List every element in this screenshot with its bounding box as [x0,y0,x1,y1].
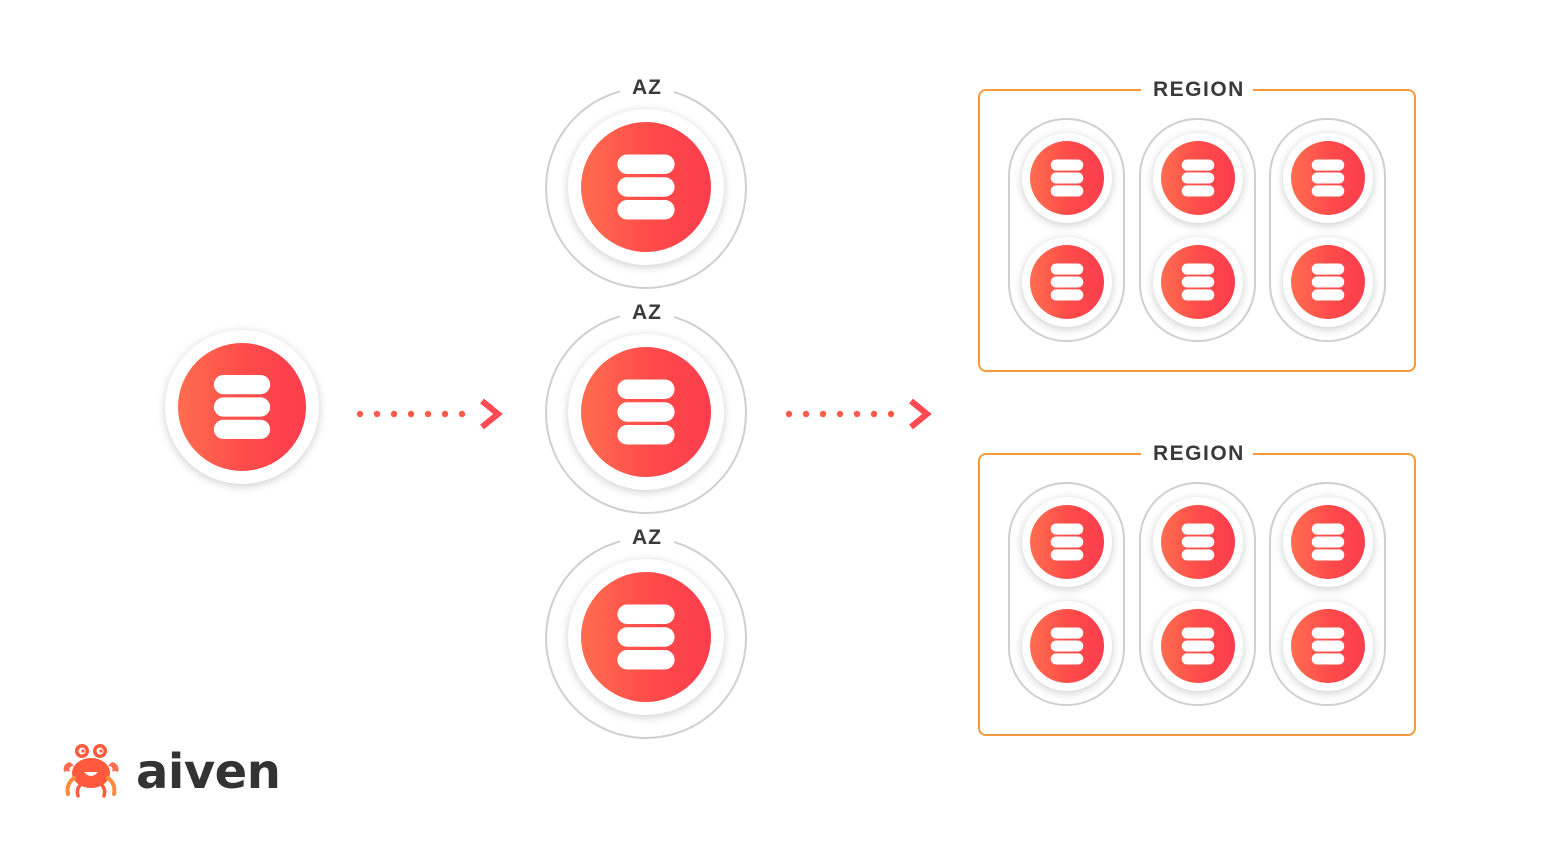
availability-zone-pill [1269,482,1386,706]
availability-zone-pill [1008,482,1125,706]
database-icon [1291,141,1365,215]
crab-icon [63,744,119,798]
database-icon [1030,505,1104,579]
database-icon [1291,609,1365,683]
source-database [178,343,306,471]
database-icon [1030,245,1104,319]
dotted-arrow-icon [356,398,503,430]
region-database [1160,609,1235,683]
region-database [1290,505,1365,579]
az-database [581,347,711,477]
database-icon [581,347,711,477]
region-label: REGION [1141,442,1253,466]
region-database [1029,141,1104,215]
database-icon [1030,141,1104,215]
database-icon [1161,245,1235,319]
az-label: AZ [620,301,674,325]
database-icon [1291,245,1365,319]
region-database [1160,505,1235,579]
database-icon [178,343,306,471]
availability-zone-pill [1139,482,1256,706]
database-icon [581,122,711,252]
availability-zone-pill [1269,118,1386,342]
logo-wordmark: aiven [136,744,281,800]
region-database [1029,245,1104,319]
az-label: AZ [620,526,674,550]
availability-zone-pill [1008,118,1125,342]
region-database [1290,245,1365,319]
database-icon [1161,505,1235,579]
dotted-arrow-icon [785,398,932,430]
region-database [1029,505,1104,579]
region-database [1290,609,1365,683]
az-database [581,572,711,702]
region-database [1160,141,1235,215]
az-label: AZ [620,76,674,100]
region-label: REGION [1141,78,1253,102]
database-icon [581,572,711,702]
database-icon [1161,141,1235,215]
database-icon [1291,505,1365,579]
az-database [581,122,711,252]
region-database [1029,609,1104,683]
region-database [1160,245,1235,319]
database-icon [1161,609,1235,683]
region-database [1290,141,1365,215]
database-icon [1030,609,1104,683]
availability-zone-pill [1139,118,1256,342]
